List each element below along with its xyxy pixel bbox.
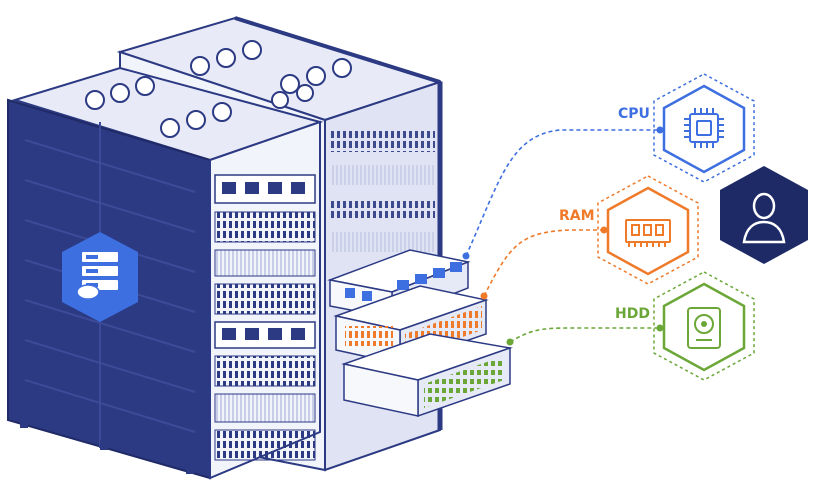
top-fans-front [85, 76, 232, 138]
hdd-node [653, 271, 755, 381]
cpu-connector [465, 129, 660, 257]
server-cloud-badge [62, 232, 138, 322]
user-node [720, 166, 808, 264]
rack-shelves [214, 174, 316, 461]
hdd-label: HDD [615, 306, 650, 322]
user-icon [742, 192, 786, 244]
server-drawers [327, 249, 513, 418]
top-fans-back [190, 40, 352, 109]
front-server-rack [7, 66, 324, 480]
hdd-drawer [341, 333, 513, 418]
cpu-label: CPU [618, 106, 650, 122]
cpu-chip-icon [684, 108, 724, 148]
hdd-connector [509, 327, 660, 343]
memory-module-icon [625, 219, 671, 247]
ram-connector [483, 229, 604, 297]
ram-node [597, 175, 699, 285]
cpu-node [653, 73, 755, 183]
ram-label: RAM [559, 208, 595, 224]
connector-dots [462, 126, 664, 346]
connector-lines [465, 129, 660, 343]
server-cloud-icon [76, 252, 118, 300]
hard-drive-icon [687, 307, 721, 349]
